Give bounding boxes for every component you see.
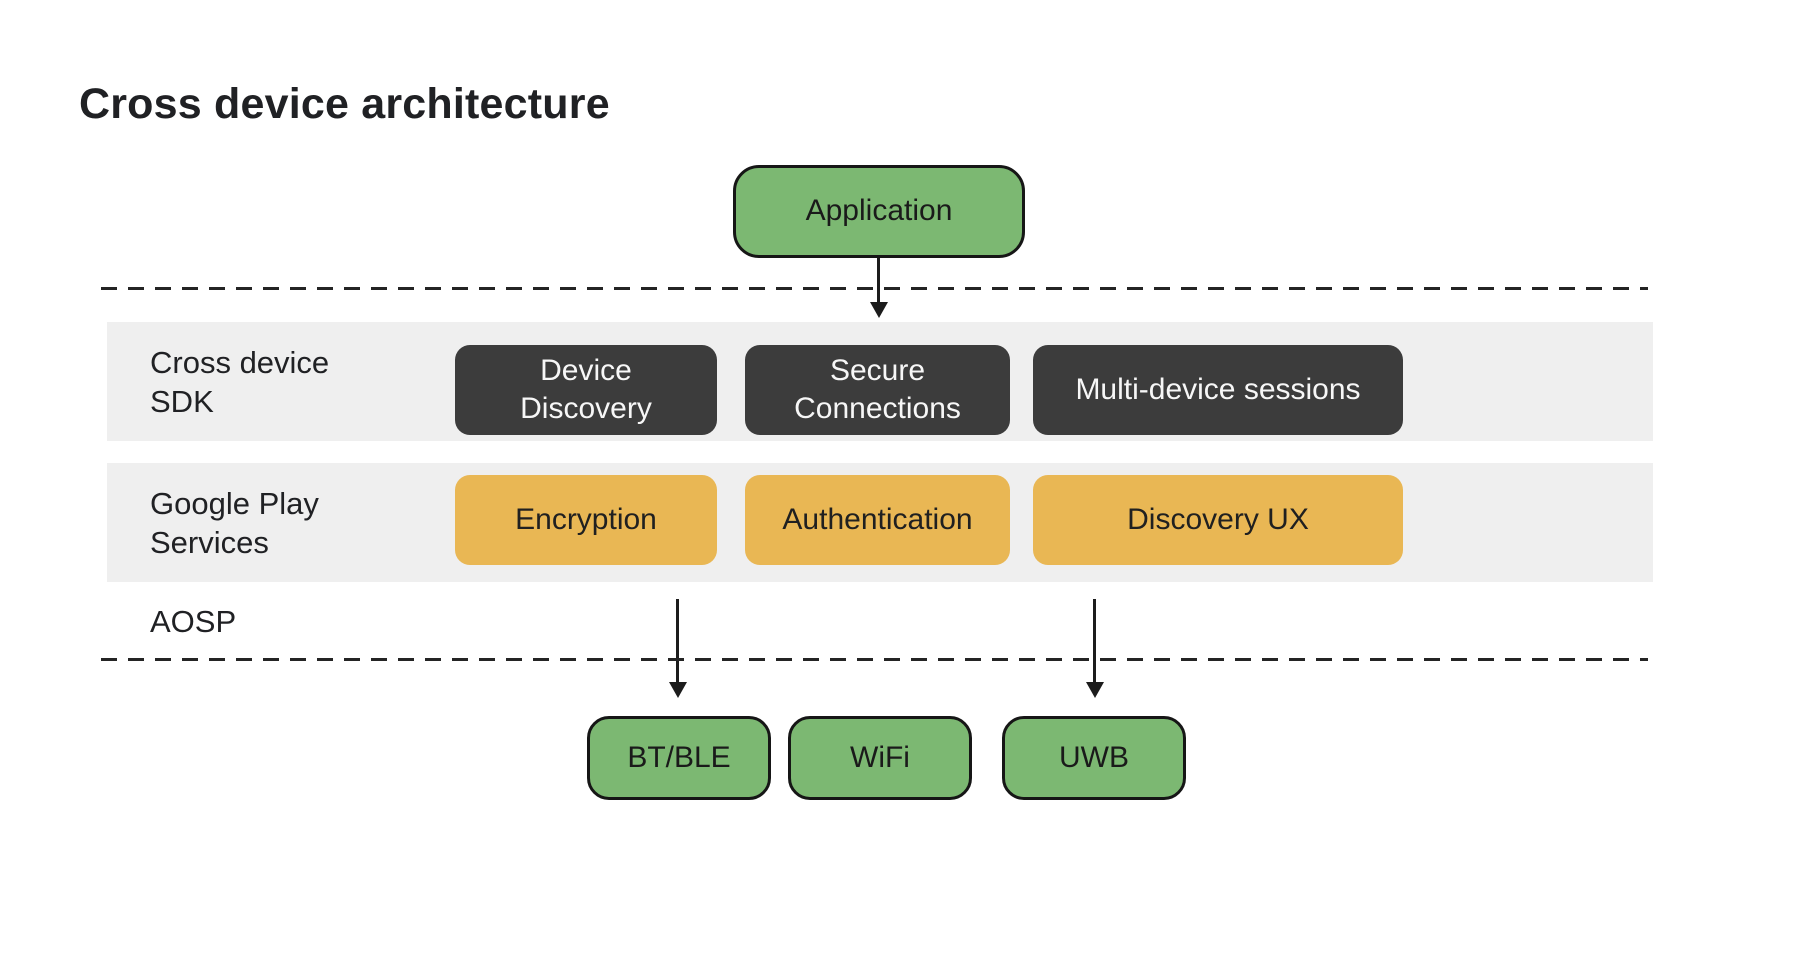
divider-dashed-bottom — [101, 658, 1648, 661]
band-label-cross-device-sdk: Cross device SDK — [150, 344, 330, 419]
arrow-head — [669, 682, 687, 698]
divider-dashed-top — [101, 287, 1648, 290]
node-bt-ble: BT/BLE — [587, 716, 771, 800]
aosp-label: AOSP — [150, 604, 237, 639]
node-encryption: Encryption — [455, 475, 717, 565]
node-device-discovery: Device Discovery — [455, 345, 717, 435]
application-node: Application — [733, 165, 1025, 258]
node-wifi: WiFi — [788, 716, 972, 800]
node-uwb: UWB — [1002, 716, 1186, 800]
arrow-line — [877, 258, 880, 304]
node-multi-device-sessions: Multi-device sessions — [1033, 345, 1403, 435]
arrow-head — [870, 302, 888, 318]
page-title: Cross device architecture — [79, 80, 610, 128]
node-authentication: Authentication — [745, 475, 1010, 565]
arrow-line — [676, 599, 679, 684]
arrow-line — [1093, 599, 1096, 684]
node-secure-connections: Secure Connections — [745, 345, 1010, 435]
application-label: Application — [805, 194, 953, 228]
band-label-google-play-services: Google Play Services — [150, 485, 319, 560]
arrow-head — [1086, 682, 1104, 698]
node-discovery-ux: Discovery UX — [1033, 475, 1403, 565]
